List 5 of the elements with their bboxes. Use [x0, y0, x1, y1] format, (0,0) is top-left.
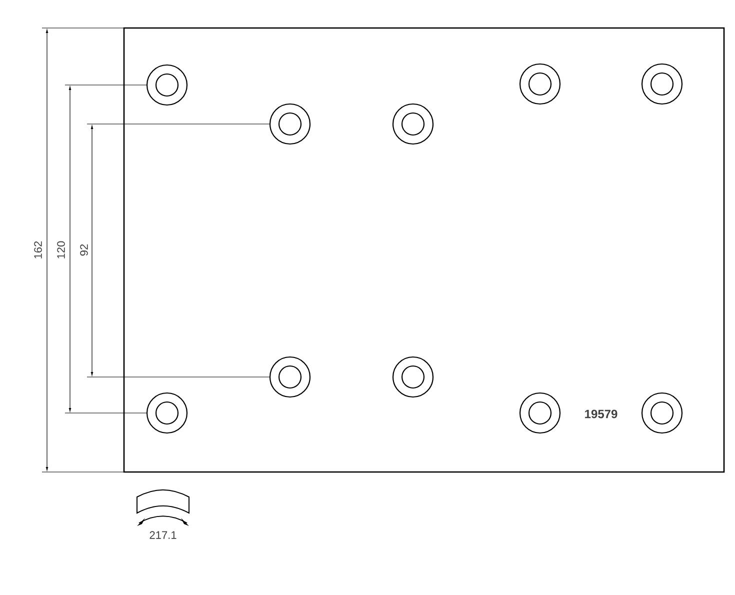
dimension-label: 19579 — [585, 410, 618, 418]
dimension-label: 120 — [57, 241, 65, 258]
dimension-label: 162 — [34, 241, 42, 258]
dimension-label: 217.1 — [150, 531, 176, 539]
dimension-label: 92 — [80, 244, 88, 256]
